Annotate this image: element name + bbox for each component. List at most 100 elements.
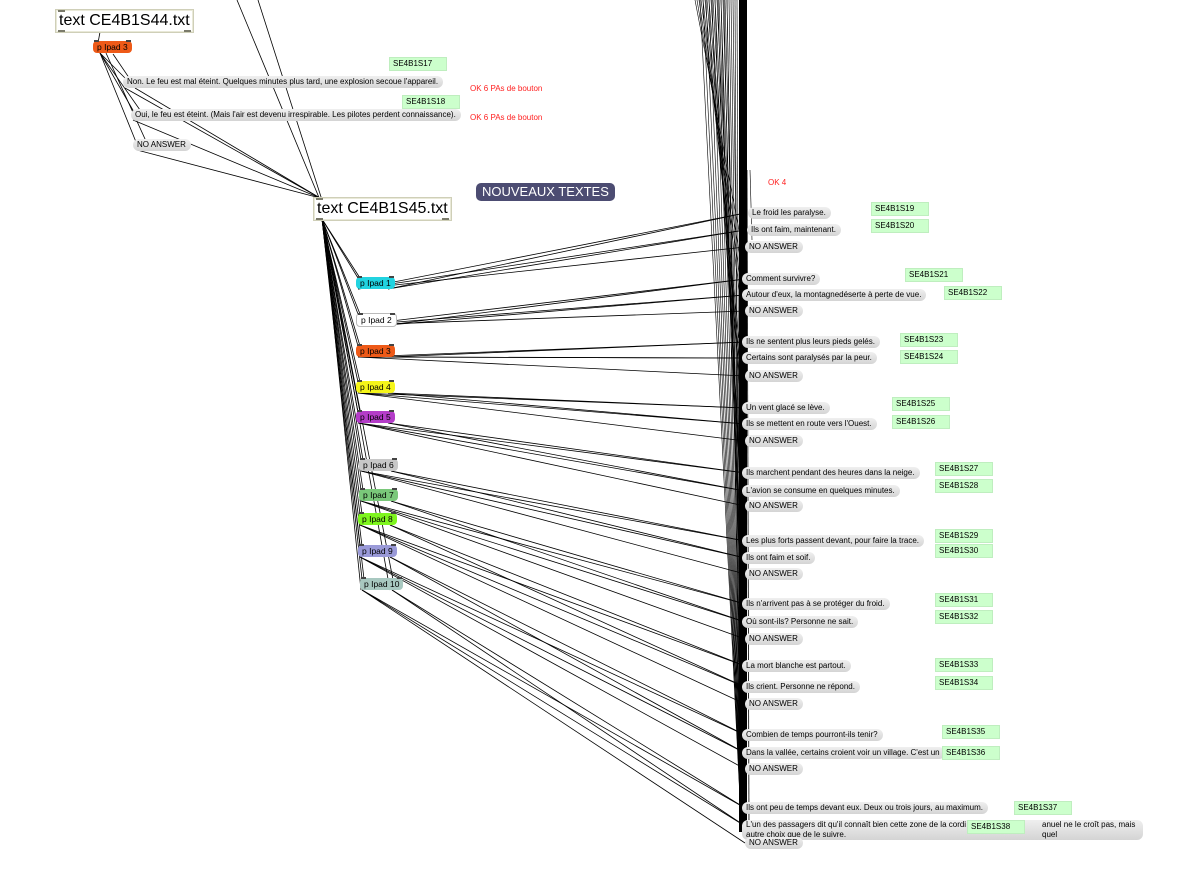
patch-cord[interactable]	[322, 218, 362, 591]
patch-cord[interactable]	[387, 212, 746, 290]
patch-cord[interactable]	[357, 422, 746, 492]
patch-cord[interactable]	[321, 218, 361, 315]
patch-cord[interactable]	[357, 212, 746, 290]
message-option-b[interactable]: L'un des passagers dit qu'il connaît bie…	[742, 820, 1143, 840]
ipad-subpatch-4[interactable]: p Ipad 4	[356, 380, 395, 393]
message-no-answer[interactable]: NO ANSWER	[745, 568, 803, 580]
patch-cord[interactable]	[361, 589, 746, 827]
inlet-port[interactable]	[389, 313, 395, 315]
patch-cord[interactable]	[387, 422, 746, 474]
outlet-port[interactable]	[441, 218, 449, 220]
patch-cord[interactable]	[711, 0, 742, 821]
ipad-subpatch-9[interactable]: p Ipad 9	[358, 544, 397, 557]
inlet-port[interactable]	[357, 276, 362, 278]
inlet-port[interactable]	[358, 313, 363, 315]
patch-cord[interactable]	[136, 149, 321, 199]
patch-cord[interactable]	[387, 229, 746, 290]
patch-cord[interactable]	[717, 0, 742, 821]
patch-cord[interactable]	[723, 0, 742, 821]
patch-cord[interactable]	[387, 356, 746, 359]
inlet-port[interactable]	[359, 544, 364, 546]
patch-cord[interactable]	[696, 0, 741, 258]
patch-cord[interactable]	[387, 422, 746, 492]
message-option-a[interactable]: Ils ont peu de temps devant eux. Deux ou…	[742, 802, 989, 814]
patch-cord[interactable]	[390, 470, 746, 559]
patch-cord[interactable]	[357, 294, 746, 326]
patch-cord[interactable]	[359, 556, 746, 754]
patch-cord[interactable]	[726, 0, 742, 821]
patch-cord[interactable]	[359, 524, 746, 688]
message-option-a[interactable]: Un vent glacé se lève.	[742, 402, 830, 414]
text-object-ce4b1s44[interactable]: text CE4B1S44.txt	[55, 9, 194, 33]
inlet-port[interactable]	[125, 40, 131, 42]
inlet-port[interactable]	[58, 10, 65, 12]
message-option-b[interactable]: Ils ont faim, maintenant.	[747, 224, 841, 236]
patch-cord[interactable]	[705, 0, 742, 821]
patch-cord[interactable]	[257, 0, 323, 201]
patch-cord[interactable]	[236, 0, 321, 201]
patch-cord[interactable]	[714, 0, 742, 821]
patch-cord[interactable]	[390, 500, 746, 623]
patch-cord[interactable]	[321, 218, 361, 279]
patch-cord[interactable]	[734, 0, 740, 771]
inlet-port[interactable]	[357, 344, 362, 346]
patch-cord[interactable]	[390, 500, 746, 605]
message-option-a[interactable]: Ils ne sentent plus leurs pieds gelés.	[742, 336, 880, 348]
patch-cord[interactable]	[322, 218, 391, 591]
patch-cord[interactable]	[387, 392, 746, 425]
patch-cord[interactable]	[391, 589, 746, 827]
message-option-a[interactable]: Le froid les paralyse.	[748, 207, 831, 219]
patch-cord[interactable]	[359, 524, 746, 667]
inlet-port[interactable]	[357, 380, 362, 382]
message-option-b[interactable]: Où sont-ils? Personne ne sait.	[742, 616, 859, 628]
message-option-b[interactable]: Dans la vallée, certains croient voir un…	[742, 747, 945, 759]
ipad-subpatch-7[interactable]: p Ipad 7	[359, 488, 398, 501]
message-option-b[interactable]: Ils se mettent en route vers l'Ouest.	[742, 418, 877, 430]
patch-cord[interactable]	[321, 218, 364, 491]
patch-cord[interactable]	[99, 52, 137, 143]
inlet-port[interactable]	[94, 40, 99, 42]
patch-cord[interactable]	[389, 524, 746, 667]
patch-cord[interactable]	[359, 524, 746, 705]
patch-cord[interactable]	[357, 229, 746, 290]
message-option-a[interactable]: Ils n'arrivent pas à se protéger du froi…	[742, 598, 890, 610]
patch-cord[interactable]	[387, 294, 746, 326]
patch-cord[interactable]	[357, 392, 746, 442]
ipad-subpatch-2[interactable]: p Ipad 2	[356, 313, 397, 327]
patch-cord[interactable]	[321, 218, 361, 413]
ipad-subpatch-1[interactable]: p Ipad 1	[356, 276, 395, 289]
ipad-subpatch-6[interactable]: p Ipad 6	[359, 458, 398, 471]
patch-cord[interactable]	[387, 278, 746, 326]
patch-cord[interactable]	[387, 392, 746, 409]
inlet-port[interactable]	[391, 488, 397, 490]
inlet-port[interactable]	[360, 458, 365, 460]
ipad-subpatch-10[interactable]: p Ipad 10	[360, 577, 404, 590]
patch-cord[interactable]	[124, 87, 321, 199]
patch-cord[interactable]	[389, 524, 746, 688]
patch-cord[interactable]	[357, 422, 746, 474]
patch-cord[interactable]	[389, 556, 746, 736]
message-option-b[interactable]: Certains sont paralysés par la peur.	[742, 352, 877, 364]
message-no-answer[interactable]: NO ANSWER	[745, 305, 803, 317]
patch-cord[interactable]	[389, 556, 746, 754]
patch-cord[interactable]	[357, 278, 746, 326]
inlet-port[interactable]	[390, 512, 396, 514]
message-no-answer[interactable]: NO ANSWER	[745, 370, 803, 382]
message-no-answer[interactable]: NO ANSWER	[745, 435, 803, 447]
patch-cord[interactable]	[390, 470, 746, 542]
outlet-port[interactable]	[58, 30, 65, 32]
patch-cord[interactable]	[359, 556, 746, 736]
patch-cord[interactable]	[357, 422, 746, 507]
patch-cord[interactable]	[360, 500, 746, 623]
message-option-a[interactable]: Ils marchent pendant des heures dans la …	[742, 467, 920, 479]
message-option-a[interactable]: La mort blanche est partout.	[742, 660, 851, 672]
outlet-port[interactable]	[183, 30, 191, 32]
inlet-port[interactable]	[357, 410, 362, 412]
text-object-ce4b1s45[interactable]: text CE4B1S45.txt	[313, 197, 452, 221]
patch-cord[interactable]	[105, 52, 151, 151]
patch-cord[interactable]	[720, 0, 742, 821]
inlet-port[interactable]	[397, 577, 403, 579]
message-option-b[interactable]: L'avion se consume en quelques minutes.	[742, 485, 900, 497]
patch-cord[interactable]	[99, 52, 141, 111]
ipad-subpatch-8[interactable]: p Ipad 8	[358, 512, 397, 525]
